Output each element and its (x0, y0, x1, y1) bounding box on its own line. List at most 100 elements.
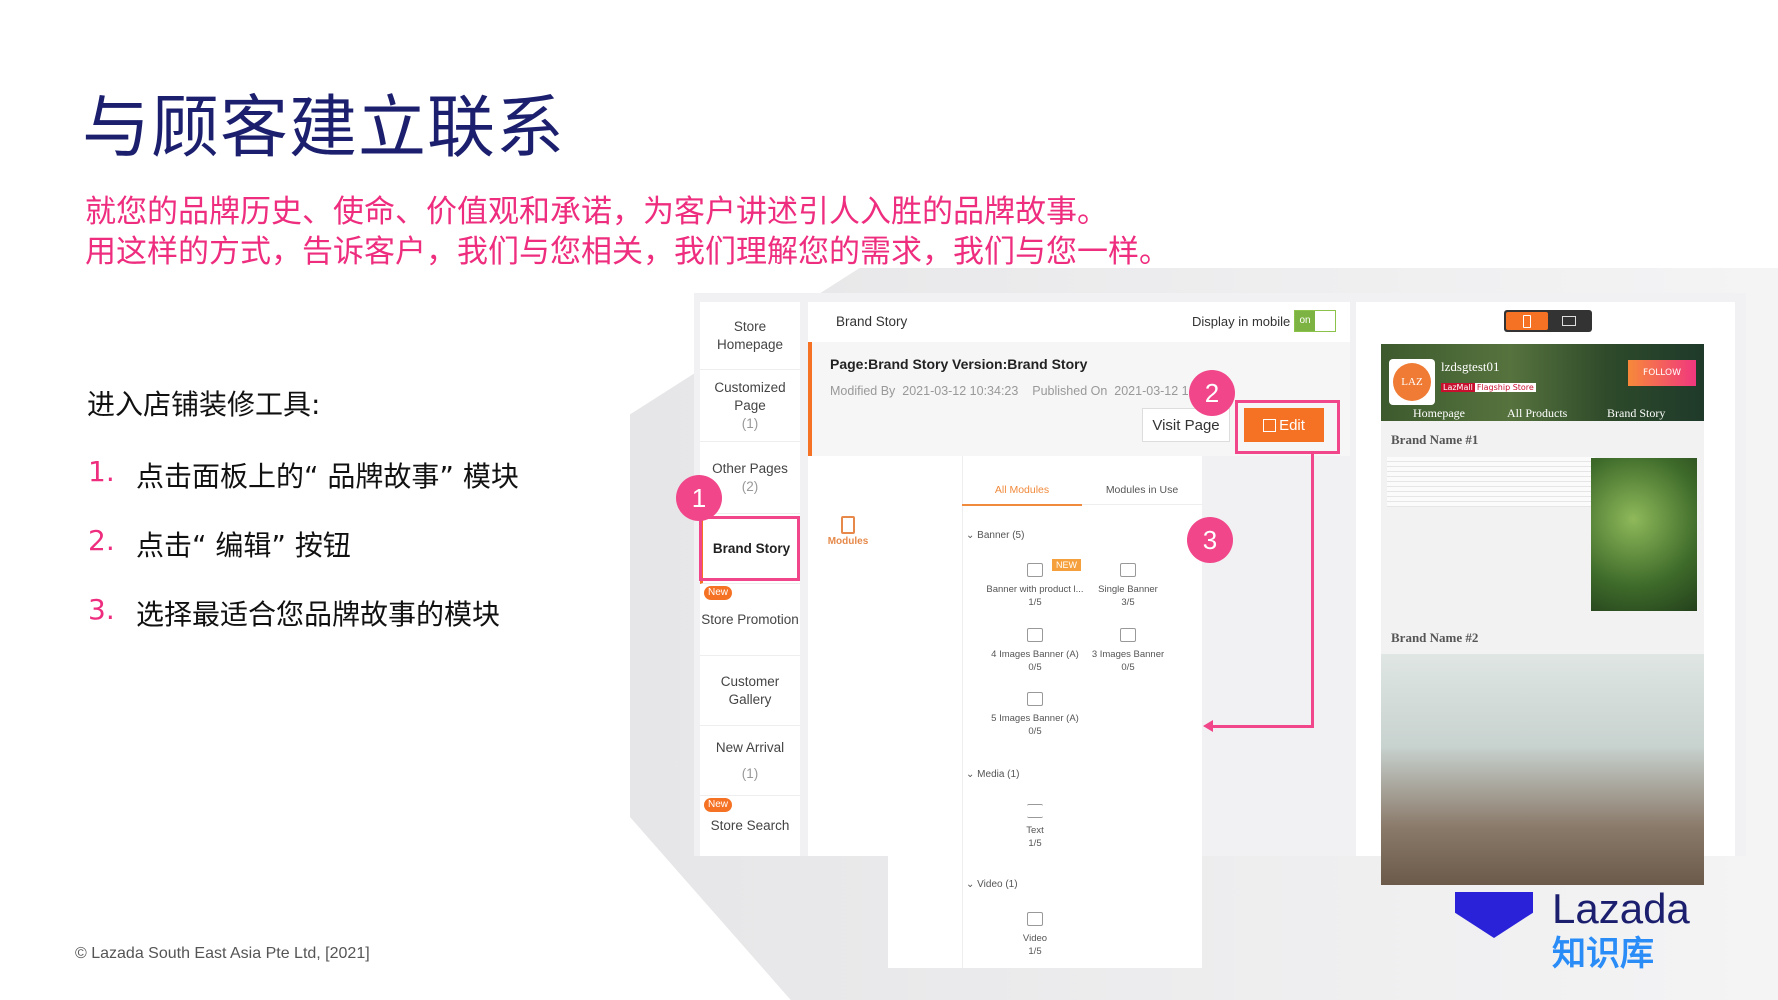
group-label: Banner (5) (977, 530, 1025, 541)
module-count: 0/5 (1121, 662, 1135, 673)
sidebar-item-other-pages[interactable]: Other Pages (2) (700, 442, 800, 514)
module-video[interactable]: Video 1/5 (980, 912, 1090, 958)
step-number: 2. (88, 524, 115, 557)
version-name: Version:Brand Story (952, 356, 1088, 372)
brand-name-1: Brand Name #1 (1391, 432, 1479, 447)
published-label: Published On (1032, 384, 1108, 398)
module-name: 5 Images Banner (A) (991, 713, 1079, 724)
display-mobile-label: Display in mobile (1192, 314, 1291, 329)
brand-image-1 (1591, 458, 1697, 611)
store-nav-homepage[interactable]: Homepage (1413, 406, 1465, 420)
store-nav-all-products[interactable]: All Products (1507, 406, 1568, 420)
modified-label: Modified By (830, 384, 896, 398)
toggle-on: on (1295, 311, 1315, 331)
connector-line (1210, 725, 1314, 728)
step-marker-1: 1 (676, 475, 722, 521)
count: (2) (741, 478, 759, 494)
module-banner-with-product[interactable]: Banner with product l...1/5 (980, 563, 1090, 609)
subtitle-line: 用这样的方式，告诉客户，我们与您相关，我们理解您的需求，我们与您一样。 (85, 234, 1170, 270)
step-marker-2: 2 (1189, 370, 1235, 416)
flagship-badge: Flagship Store (1474, 383, 1536, 392)
module-5-images-banner[interactable]: 5 Images Banner (A) 0/5 (980, 692, 1090, 738)
step-text: 选择最适合您品牌故事的模块 (136, 598, 501, 631)
module-name: Video (1022, 933, 1048, 944)
count: (1) (741, 415, 759, 431)
group-banner[interactable]: ⌄ Banner (5) (966, 530, 1025, 541)
brand-image-2 (1381, 654, 1704, 885)
label: Other Pages (712, 460, 788, 476)
logo-brand: Lazada (1552, 885, 1690, 932)
step-text: 点击“ 编辑” 按钮 (136, 529, 351, 562)
step-1: 1. 点击面板上的“ 品牌故事” 模块 (88, 455, 519, 495)
brand-text (1387, 457, 1595, 507)
store-logo: LAZ (1393, 363, 1431, 401)
store-nav-brand-story[interactable]: Brand Story (1607, 406, 1666, 420)
logo-sub: 知识库 (1552, 934, 1654, 974)
sidebar-item-new-arrival[interactable]: New Arrival(1) (700, 726, 800, 796)
edit-icon (1263, 418, 1277, 432)
monitor-icon (1562, 316, 1576, 326)
tag-icon (1027, 563, 1043, 577)
sidebar-item-customized-page[interactable]: Customized Page (1) (700, 370, 800, 442)
label: Store Search (710, 818, 790, 833)
paint-roller-icon (841, 516, 855, 534)
tab-modules-in-use[interactable]: Modules in Use (1082, 484, 1202, 505)
follow-button[interactable]: FOLLOW (1628, 360, 1696, 386)
modules-tab[interactable]: Modules (808, 456, 888, 856)
highlight-brand-story (699, 516, 800, 581)
modified-date: 2021-03-12 10:34:23 (902, 384, 1019, 398)
label: New Arrival (715, 739, 785, 755)
step-3: 3.选择最适合您品牌故事的模块 (88, 593, 500, 633)
module-name: 3 Images Banner (1091, 649, 1165, 660)
module-count: 1/5 (1028, 946, 1042, 957)
label: Customized Page (714, 379, 786, 413)
step-number: 1. (88, 455, 115, 488)
group-video[interactable]: ⌄ Video (1) (966, 879, 1018, 890)
sidebar-item-store-homepage[interactable]: Store Homepage (700, 302, 800, 370)
lazmall-badge: LazMall (1441, 383, 1475, 392)
step-marker-3: 3 (1187, 517, 1233, 563)
modules-label: Modules (827, 536, 869, 547)
sidebar-item-customer-gallery[interactable]: Customer Gallery (700, 656, 800, 726)
highlight-edit (1235, 400, 1340, 454)
intro-text: 进入店铺装修工具: (87, 388, 321, 421)
module-name: 4 Images Banner (A) (991, 649, 1079, 660)
group-label: Video (1) (977, 879, 1018, 890)
tab-all-modules[interactable]: All Modules (962, 484, 1082, 506)
group-media[interactable]: ⌄ Media (1) (966, 769, 1020, 780)
desktop-view-button[interactable] (1548, 312, 1590, 330)
text-icon (1027, 804, 1043, 818)
module-count: 1/5 (1028, 838, 1042, 849)
module-count: 0/5 (1028, 726, 1042, 737)
edit-button[interactable]: Edit (1244, 408, 1324, 442)
group-label: Media (1) (977, 769, 1020, 780)
connector-line (1311, 454, 1314, 728)
edit-label: Edit (1279, 416, 1305, 434)
grid-icon (1027, 628, 1043, 642)
store-name: lzdsgtest01 (1441, 359, 1500, 374)
new-badge: New (704, 586, 733, 600)
new-badge: New (704, 798, 733, 812)
step-text: 点击面板上的“ 品牌故事” 模块 (136, 460, 519, 493)
grid-icon (1120, 628, 1136, 642)
modules-panel: All Modules Modules in Use (888, 456, 1202, 968)
new-badge: NEW (1052, 559, 1081, 571)
grid-icon (1027, 692, 1043, 706)
arrow-left-icon (1203, 720, 1213, 732)
mobile-view-button[interactable] (1506, 312, 1548, 330)
page-header: Brand Story Display in mobile on (808, 302, 1350, 342)
brand-name-2: Brand Name #2 (1391, 630, 1479, 645)
copyright-footer: © Lazada South East Asia Pte Ltd, [2021] (75, 945, 370, 962)
page-title: Brand Story (836, 314, 908, 329)
label: Customer Gallery (720, 673, 780, 707)
module-3-images-banner[interactable]: 3 Images Banner 0/5 (1073, 628, 1183, 674)
module-name: Single Banner (1098, 584, 1158, 595)
module-count: 1/5 (1028, 597, 1042, 608)
display-mobile-toggle[interactable]: on (1294, 310, 1336, 332)
module-4-images-banner[interactable]: 4 Images Banner (A)0/5 (980, 628, 1090, 674)
